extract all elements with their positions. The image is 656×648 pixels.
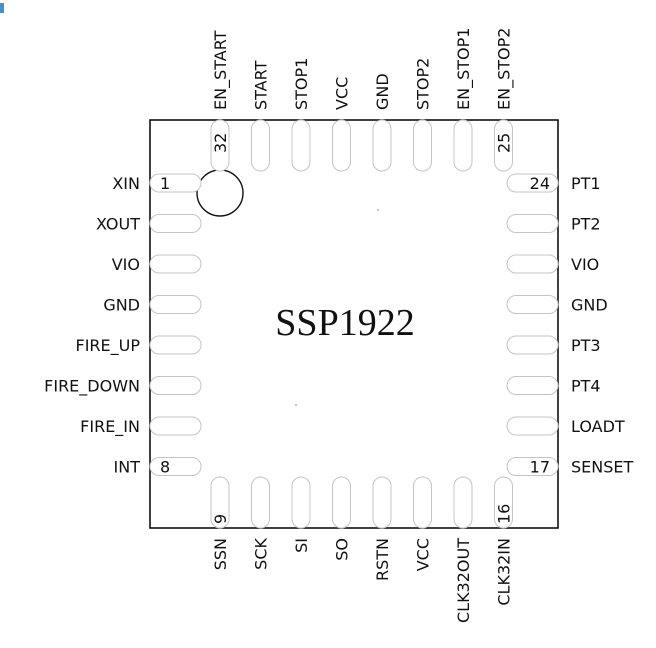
pin-number: 25	[495, 133, 514, 153]
pin-pad	[506, 457, 559, 476]
pin-pad	[506, 376, 559, 395]
pin-pad	[149, 214, 202, 233]
speck	[377, 209, 379, 211]
speck	[295, 404, 297, 406]
pin-pad	[210, 476, 230, 529]
pin-pad	[149, 295, 202, 314]
pin-number: 1	[160, 174, 170, 193]
pin-pad	[372, 476, 392, 529]
pin-label: VIO	[112, 255, 140, 274]
pin-label: XOUT	[96, 215, 140, 234]
pin-pad	[506, 335, 559, 355]
pin-number: 8	[160, 458, 170, 477]
pin-label: EN_STOP1	[454, 28, 474, 110]
pin-pad	[494, 476, 513, 529]
pin-pad	[251, 119, 270, 172]
pin-label: EN_START	[211, 30, 231, 110]
pin-pad	[149, 254, 202, 274]
pin-label: CLK32IN	[495, 538, 514, 606]
pin-label: SO	[333, 538, 352, 561]
pin-pad	[453, 119, 473, 172]
pin-label: GND	[373, 73, 392, 110]
pin-pad	[149, 416, 202, 436]
pin-label: PT3	[571, 336, 601, 355]
pin-label: VIO	[571, 255, 599, 274]
pin-label: CLK32OUT	[454, 538, 473, 623]
chip-title: SSP1922	[275, 302, 414, 344]
pin-label: LOADT	[571, 417, 625, 436]
pin-pad	[506, 214, 559, 233]
pin-label: RSTN	[373, 538, 392, 581]
pin-pad	[210, 119, 230, 172]
pin-label: FIRE_IN	[80, 417, 140, 437]
pin-label: VCC	[333, 77, 352, 110]
pin-pad	[149, 335, 202, 355]
pin-label: INT	[114, 458, 141, 477]
pin-pad	[291, 476, 311, 529]
pin-label: GND	[571, 296, 608, 315]
pin-pad	[413, 476, 432, 529]
pin-pad	[506, 254, 559, 274]
corner-mark	[0, 3, 4, 13]
pin-number: 16	[495, 504, 514, 524]
pin-label: FIRE_UP	[75, 336, 140, 356]
pin-pad	[506, 295, 559, 314]
pin-number: 9	[211, 514, 230, 524]
pin1-indicator-icon	[196, 169, 244, 217]
pin-label: STOP1	[292, 58, 311, 110]
pin-number: 32	[211, 133, 230, 153]
pin-label: PT4	[571, 377, 601, 396]
pin-pad	[149, 376, 202, 395]
pin-label: FIRE_DOWN	[44, 377, 140, 397]
pin-pad	[332, 476, 351, 529]
pin-label: STOP2	[414, 58, 433, 110]
pin-label: XIN	[112, 174, 140, 193]
pin-label: VCC	[414, 538, 433, 571]
pin-label: EN_STOP2	[495, 28, 515, 110]
pin-pad	[494, 119, 513, 172]
pin-label: SSN	[211, 538, 230, 570]
pin-pad	[149, 173, 202, 193]
pin-pad	[506, 416, 559, 436]
pin-label: START	[252, 60, 271, 110]
pin-pad	[251, 476, 270, 529]
pin-label: SI	[292, 538, 311, 553]
pin-pad	[453, 476, 473, 529]
pin-label: SENSET	[571, 458, 634, 477]
pin-pad	[332, 119, 351, 172]
pin-pad	[413, 119, 432, 172]
pin-pad	[291, 119, 311, 172]
pin-label: PT2	[571, 215, 601, 234]
pin-number: 24	[530, 174, 550, 193]
pin-label: SCK	[252, 538, 271, 570]
pin-pad	[506, 173, 559, 193]
pin-label: GND	[103, 296, 140, 315]
pin-number: 17	[530, 458, 550, 477]
pin-pad	[149, 457, 202, 476]
pin-pad	[372, 119, 392, 172]
pin-label: PT1	[571, 174, 601, 193]
